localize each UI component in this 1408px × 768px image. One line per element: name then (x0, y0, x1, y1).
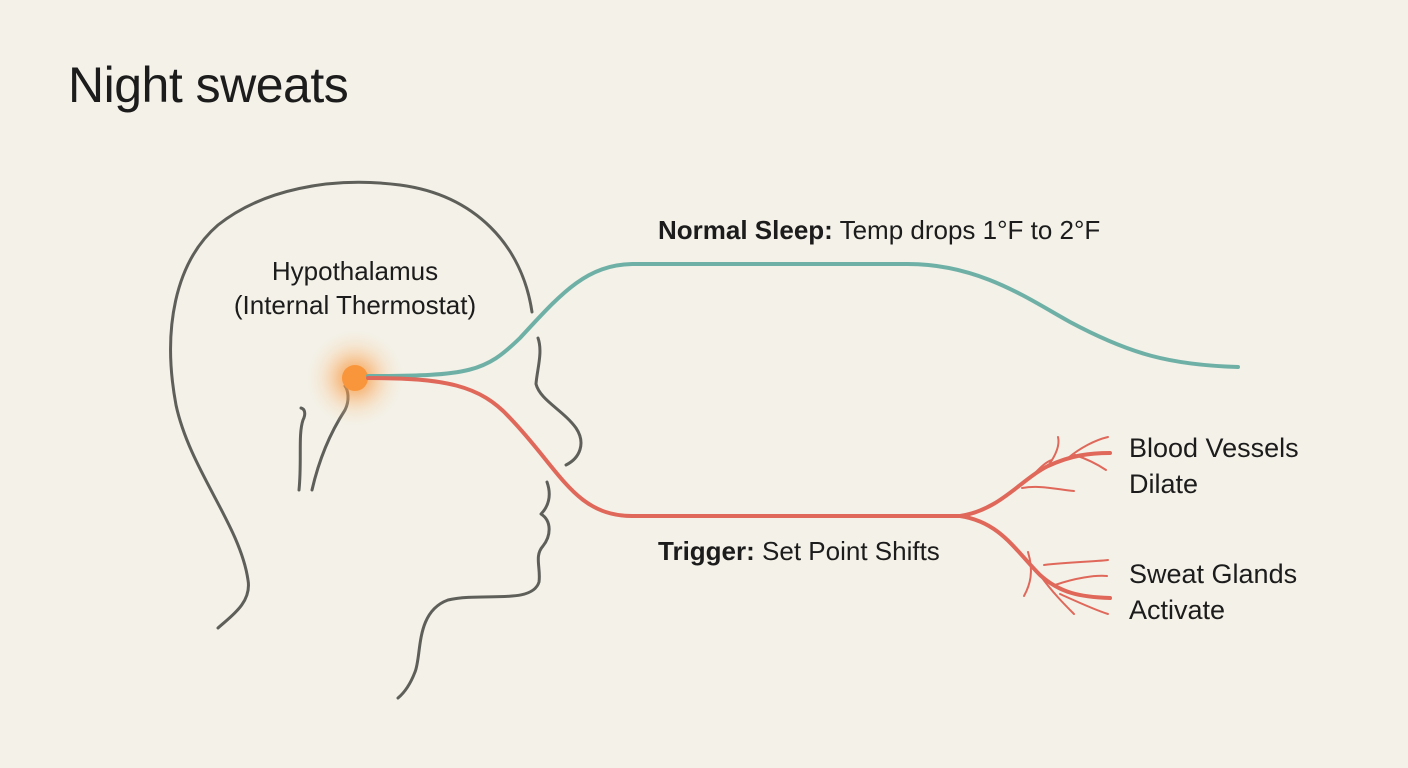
head-outline (169, 180, 583, 700)
sweat-glands-label-line2: Activate (1129, 594, 1226, 625)
page-title: Night sweats (68, 57, 349, 113)
sweat-gland-branches (958, 514, 1112, 615)
sweat-glands-label-line1: Sweat Glands (1129, 559, 1298, 589)
normal-sleep-path (366, 262, 1240, 378)
blood-vessels-label-line1: Blood Vessels (1129, 433, 1299, 463)
blood-vessels-label: Blood Vessels Dilate (1129, 431, 1299, 502)
normal-sleep-label-title: Normal Sleep: (658, 215, 833, 245)
normal-sleep-label: Normal Sleep: Temp drops 1°F to 2°F (658, 213, 1100, 247)
ear-inner-outline (297, 406, 307, 492)
sweat-glands-label: Sweat Glands Activate (1129, 557, 1297, 628)
hypothalamus-label-line1: Hypothalamus (271, 256, 439, 286)
hypothalamus-label: Hypothalamus (Internal Thermostat) (213, 254, 497, 323)
skull-back-outline (169, 180, 534, 630)
hypothalamus-label-line2: (Internal Thermostat) (233, 290, 477, 321)
blood-vessel-branches (958, 436, 1112, 518)
blood-vessels-label-line2: Dilate (1129, 468, 1199, 499)
face-profile-outline (534, 336, 583, 467)
trigger-label-title: Trigger: (658, 536, 755, 566)
chin-neck-outline (396, 480, 551, 700)
trigger-path (366, 376, 962, 518)
trigger-label: Trigger: Set Point Shifts (658, 534, 940, 568)
trigger-label-text: Set Point Shifts (762, 536, 940, 566)
normal-sleep-label-text: Temp drops 1°F to 2°F (839, 215, 1101, 245)
hypothalamus-core (342, 365, 368, 391)
